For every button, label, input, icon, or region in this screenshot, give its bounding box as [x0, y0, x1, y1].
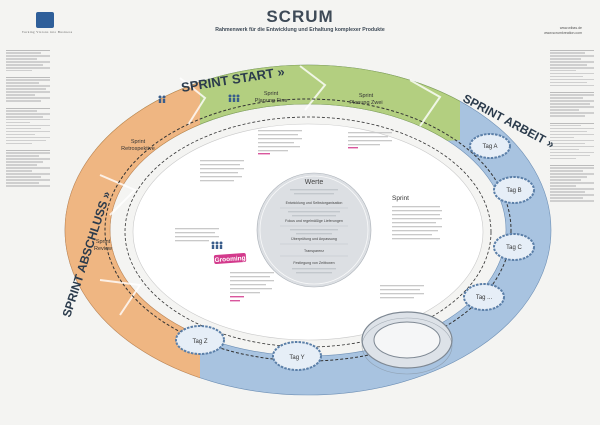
value-item: Fokus und regelmäßige Lieferungen	[285, 219, 343, 223]
page-subtitle: Rahmenwerk für die Entwicklung und Erhal…	[215, 27, 385, 33]
event-sprint-retrospektive: Sprint Retrospektive	[121, 139, 155, 152]
svg-text:Tag C: Tag C	[506, 245, 522, 251]
team-icon	[158, 95, 166, 103]
logo-tagline: Turning Visions into Business	[22, 30, 73, 34]
wibas-logo	[36, 12, 54, 28]
svg-text:Review: Review	[94, 246, 112, 252]
svg-text:Tag Y: Tag Y	[289, 355, 304, 361]
svg-text:Planung Eins: Planung Eins	[255, 98, 288, 104]
svg-text:Tag Z: Tag Z	[192, 339, 207, 345]
svg-text:Sprint: Sprint	[359, 93, 374, 99]
release-increment	[361, 311, 453, 375]
right-text-column	[550, 50, 594, 410]
url-wibas[interactable]: www.wibas.de	[559, 26, 582, 30]
event-sprint-planung-eins: Sprint Planung Eins	[255, 91, 288, 104]
url-scrumkreation[interactable]: www.scrumkreation.com	[544, 31, 582, 35]
page-title: SCRUM	[266, 7, 334, 26]
event-sprint-planung-zwei: Sprint Planung Zwei	[349, 93, 382, 106]
svg-text:Tag A: Tag A	[482, 144, 497, 150]
day-tag-z[interactable]: Tag Z	[175, 325, 225, 355]
svg-text:Sprint: Sprint	[131, 139, 146, 145]
values-title: Werte	[305, 179, 324, 186]
value-item: Überprüfung und Anpassung	[291, 237, 337, 241]
value-item: Transparenz	[304, 249, 324, 253]
svg-text:Grooming: Grooming	[214, 255, 245, 264]
day-tag-y[interactable]: Tag Y	[272, 341, 322, 371]
svg-text:Sprint: Sprint	[264, 91, 279, 97]
day-tag-c[interactable]: Tag C	[493, 233, 535, 261]
event-sprint-review: Sprint Review	[94, 239, 112, 252]
sprint-label: Sprint	[392, 195, 409, 202]
grooming-badge: Grooming	[213, 253, 247, 264]
day-tag-a[interactable]: Tag A	[469, 133, 511, 159]
day-tag-b[interactable]: Tag B	[493, 176, 535, 204]
left-text-column	[6, 50, 50, 410]
svg-text:Planung Zwei: Planung Zwei	[349, 100, 382, 106]
value-item: Entwicklung und Selbstorganisation	[286, 201, 343, 205]
svg-text:Tag B: Tag B	[506, 188, 521, 194]
svg-text:Tag ...: Tag ...	[476, 295, 493, 301]
value-item: Festlegung von Zeitboxen	[293, 261, 334, 265]
ring-sprint-abschluss	[64, 70, 200, 396]
team-icon	[211, 241, 223, 249]
team-icon	[228, 94, 240, 102]
day-tag-ellipsis[interactable]: Tag ...	[463, 283, 505, 311]
svg-text:Sprint: Sprint	[96, 239, 111, 245]
svg-text:Retrospektive: Retrospektive	[121, 146, 155, 152]
